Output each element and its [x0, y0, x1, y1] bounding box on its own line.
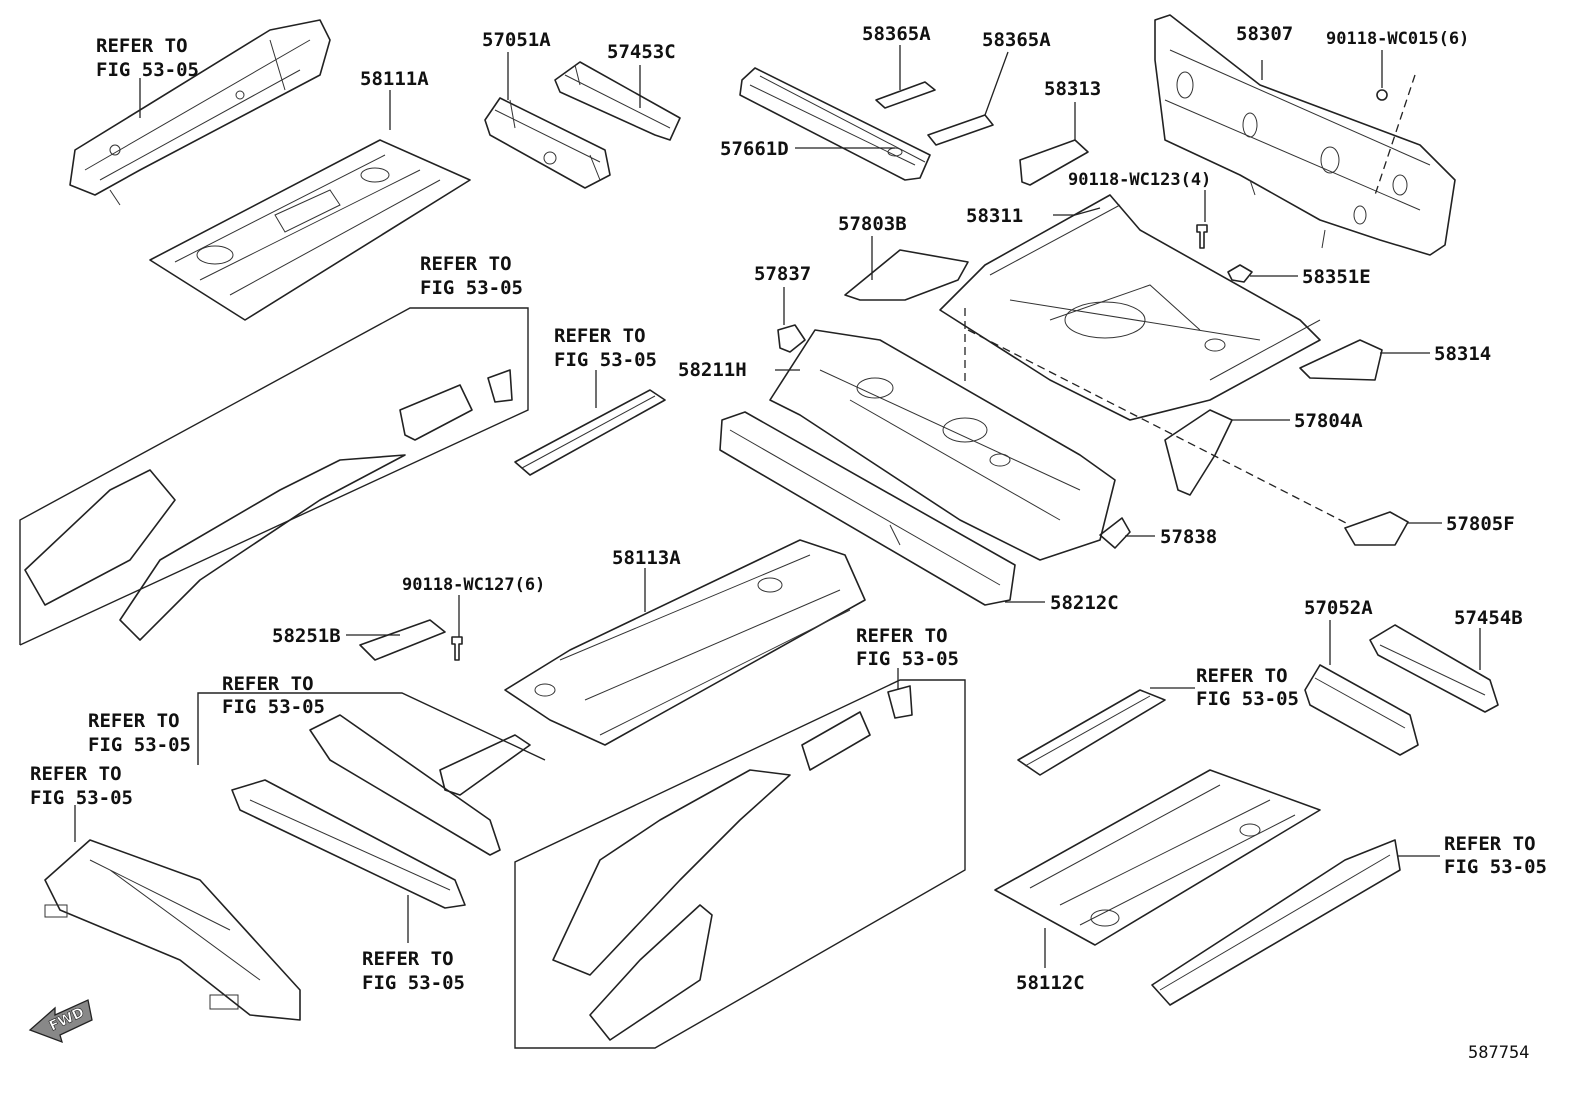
refer-to-label-1: REFER TO: [96, 35, 188, 57]
refer-to-label-3: REFER TO: [554, 325, 646, 347]
bracket-58313-drawing: [1019, 139, 1089, 186]
front-floor-pan-58111a-drawing: [149, 139, 471, 321]
fig-ref-label-8: FIG 53-05: [856, 648, 959, 670]
fig-ref-label-6: FIG 53-05: [30, 787, 133, 809]
part-label-57803b[interactable]: 57803B: [838, 213, 907, 235]
side-sill-right-drawing: [1151, 839, 1401, 1006]
part-label-57454b[interactable]: 57454B: [1454, 607, 1523, 629]
part-label-57052a[interactable]: 57052A: [1304, 597, 1373, 619]
frame-lower-left-group: [197, 692, 546, 765]
refer-to-label-8: REFER TO: [856, 625, 948, 647]
part-label-58351e[interactable]: 58351E: [1302, 266, 1371, 288]
refer-to-label-7: REFER TO: [362, 948, 454, 970]
crossmember-58212c-drawing: [719, 411, 1016, 606]
side-sill-inner-right-drawing: [1017, 689, 1166, 776]
side-member-rear-right-drawing: [552, 685, 913, 1041]
fig-ref-label-1: FIG 53-05: [96, 59, 199, 81]
fig-ref-label-4: FIG 53-05: [222, 696, 325, 718]
part-label-58113a[interactable]: 58113A: [612, 547, 681, 569]
leader-lines: [74, 45, 1481, 968]
clip-58351e-drawing: [1227, 264, 1253, 283]
refer-to-label-2: REFER TO: [420, 253, 512, 275]
side-member-rear-left-drawing: [24, 369, 513, 641]
part-label-57453c[interactable]: 57453C: [607, 41, 676, 63]
part-label-90118-wc127[interactable]: 90118-WC127(6): [402, 575, 545, 595]
fig-ref-label-7: FIG 53-05: [362, 972, 465, 994]
refer-to-label-4: REFER TO: [222, 673, 314, 695]
floor-tunnel-58113a-drawing: [504, 539, 866, 746]
crossmember-57052a-drawing: [1304, 664, 1419, 756]
fig-ref-label-3: FIG 53-05: [554, 349, 657, 371]
part-label-57051a[interactable]: 57051A: [482, 29, 551, 51]
center-floor-58211h-drawing: [769, 329, 1116, 561]
part-label-58307[interactable]: 58307: [1236, 23, 1293, 45]
fig-ref-label-5: FIG 53-05: [88, 734, 191, 756]
plate-58251b-drawing: [359, 619, 446, 661]
fig-ref-label-2: FIG 53-05: [420, 277, 523, 299]
clip-57838-drawing: [1099, 517, 1131, 549]
frame-bottom-center-group: [514, 679, 966, 1049]
fig-ref-label-10: FIG 53-05: [1444, 856, 1547, 878]
diagram-number: 587754: [1468, 1043, 1529, 1063]
bracket-58314-drawing: [1299, 339, 1383, 381]
rear-floor-58311-drawing: [939, 194, 1321, 421]
part-label-58311[interactable]: 58311: [966, 205, 1023, 227]
bracket-57454b-drawing: [1369, 624, 1499, 713]
clip-57837-drawing: [777, 324, 806, 353]
part-label-57805f[interactable]: 57805F: [1446, 513, 1515, 535]
side-member-lower-left-drawing: [44, 839, 301, 1021]
part-label-58314[interactable]: 58314: [1434, 343, 1491, 365]
plate-58365a-right-drawing: [927, 114, 994, 146]
bolt-90118-wc123-drawing: [1196, 224, 1208, 249]
plate-58365a-left-drawing: [875, 81, 936, 109]
part-label-58365a-right[interactable]: 58365A: [982, 29, 1051, 51]
part-label-90118-wc123[interactable]: 90118-WC123(4): [1068, 170, 1211, 190]
crossmember-57051a-drawing: [484, 97, 611, 189]
part-label-57804a[interactable]: 57804A: [1294, 410, 1363, 432]
part-label-57661d[interactable]: 57661D: [720, 138, 789, 160]
bolt-90118-wc015-drawing: [1376, 89, 1388, 101]
part-label-57838[interactable]: 57838: [1160, 526, 1217, 548]
bracket-57803b-drawing: [844, 249, 969, 301]
part-label-58251b[interactable]: 58251B: [272, 625, 341, 647]
bracket-57804a-drawing: [1164, 409, 1233, 496]
refer-to-label-9: REFER TO: [1196, 665, 1288, 687]
refer-to-label-5: REFER TO: [88, 710, 180, 732]
part-label-90118-wc015[interactable]: 90118-WC015(6): [1326, 29, 1469, 49]
crossmember-lower-left-drawing: [231, 714, 531, 909]
forward-direction-arrow: FWD: [28, 999, 93, 1044]
alignment-dashed-lines: [964, 74, 1416, 526]
frame-middle-left-group: [19, 307, 529, 646]
part-label-58112c[interactable]: 58112C: [1016, 972, 1085, 994]
part-label-58212c[interactable]: 58212C: [1050, 592, 1119, 614]
rear-panel-58307-drawing: [1154, 14, 1456, 256]
part-label-58365a-left[interactable]: 58365A: [862, 23, 931, 45]
refer-to-label-6: REFER TO: [30, 763, 122, 785]
bolt-90118-wc127-drawing: [451, 636, 463, 661]
part-label-58313[interactable]: 58313: [1044, 78, 1101, 100]
side-sill-inner-left-drawing: [514, 389, 666, 476]
part-label-57837[interactable]: 57837: [754, 263, 811, 285]
part-label-58111a[interactable]: 58111A: [360, 68, 429, 90]
bracket-57805f-drawing: [1344, 511, 1409, 546]
front-floor-pan-58112c-drawing: [994, 769, 1321, 946]
rail-57661d-drawing: [739, 67, 931, 181]
bracket-57453c-drawing: [554, 61, 681, 141]
refer-to-label-10: REFER TO: [1444, 833, 1536, 855]
fig-ref-label-9: FIG 53-05: [1196, 688, 1299, 710]
part-label-58211h[interactable]: 58211H: [678, 359, 747, 381]
